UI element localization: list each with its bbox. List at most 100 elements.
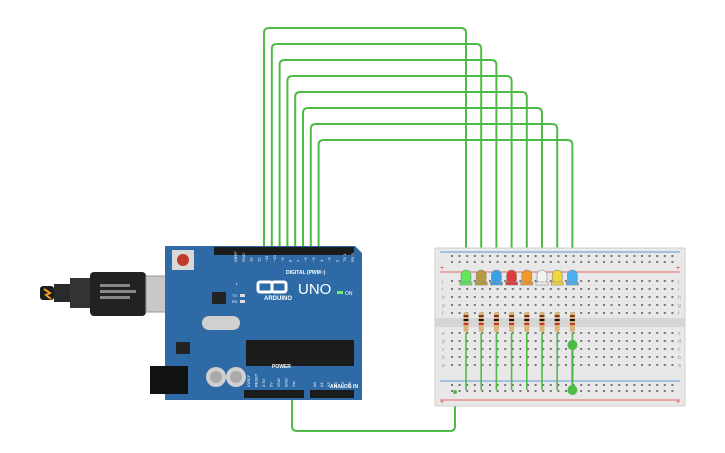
breadboard-hole (496, 364, 499, 366)
row-letter: e (442, 331, 445, 337)
led-wire (294, 91, 528, 270)
breadboard-hole (557, 304, 560, 306)
row-letter: g (678, 303, 681, 309)
breadboard-hole (466, 348, 469, 350)
breadboard-hole (496, 255, 499, 257)
breadboard-hole (656, 312, 659, 314)
breadboard-hole (603, 364, 605, 366)
analog-header (310, 390, 354, 398)
plus-rail-label-top-right: + (676, 265, 680, 272)
breadboard-hole (542, 255, 545, 257)
breadboard-hole (481, 296, 484, 298)
breadboard-hole (587, 255, 590, 257)
breadboard-hole (481, 255, 484, 257)
resistor-band (478, 323, 484, 325)
breadboard-hole (534, 312, 537, 314)
breadboard-hole (458, 255, 461, 257)
breadboard-hole (549, 348, 552, 350)
breadboard-hole (633, 364, 636, 366)
plus-rail-label-bottom-right: + (676, 399, 680, 406)
breadboard-hole (618, 280, 621, 282)
breadboard-hole (595, 312, 598, 314)
row-letter: f (442, 311, 444, 317)
analog-pin-label: A5 (347, 381, 352, 387)
breadboard-hole (641, 261, 643, 263)
breadboard-hole (519, 348, 522, 350)
breadboard-hole (595, 255, 598, 257)
breadboard-hole (671, 356, 674, 358)
breadboard-hole (641, 384, 643, 386)
breadboard-hole (633, 280, 636, 282)
breadboard-hole (473, 261, 476, 263)
breadboard-hole (549, 288, 552, 290)
breadboard-hole (466, 288, 469, 290)
breadboard-hole (519, 312, 522, 314)
center-channel (435, 318, 685, 327)
breadboard-hole (625, 332, 628, 334)
breadboard-hole (565, 255, 567, 257)
breadboard-hole (595, 261, 598, 263)
breadboard-hole (489, 364, 491, 366)
breadboard-hole (565, 356, 567, 358)
analog-pin-label: A3 (333, 381, 338, 387)
breadboard-hole (458, 390, 461, 392)
breadboard-hole (625, 255, 628, 257)
breadboard-hole (451, 312, 453, 314)
breadboard-hole (633, 390, 636, 392)
breadboard-hole (504, 348, 507, 350)
breadboard-hole (557, 332, 560, 334)
breadboard-hole (519, 364, 522, 366)
breadboard-hole (603, 332, 605, 334)
breadboard-hole (663, 390, 666, 392)
resistor-band (539, 323, 545, 325)
on-label: ON (345, 291, 353, 297)
breadboard-hole (580, 384, 583, 386)
resistor-band (569, 315, 575, 317)
breadboard-hole (671, 332, 674, 334)
breadboard-hole (511, 304, 514, 306)
resistor-band (509, 315, 515, 317)
breadboard-hole (565, 364, 567, 366)
breadboard-hole (656, 255, 659, 257)
power-pin-label: GND (276, 378, 281, 387)
breadboard-hole (671, 255, 674, 257)
breadboard-hole (610, 384, 613, 386)
breadboard-hole (595, 384, 598, 386)
power-jack (150, 366, 188, 394)
breadboard-hole (633, 340, 636, 342)
breadboard-hole (542, 261, 545, 263)
breadboard-hole (625, 288, 628, 290)
power-pin-label: Vin (291, 381, 296, 387)
power-pin-label: 5V (269, 382, 274, 387)
breadboard-hole (504, 356, 507, 358)
breadboard-hole (587, 312, 590, 314)
breadboard-hole (565, 384, 567, 386)
led-base (566, 281, 579, 286)
resistor-band (569, 323, 575, 325)
breadboard-hole (663, 332, 666, 334)
breadboard-hole (496, 384, 499, 386)
breadboard-hole (458, 348, 461, 350)
breadboard-hole (489, 340, 491, 342)
breadboard-hole (663, 348, 666, 350)
breadboard-hole (648, 296, 651, 298)
led-wire (278, 59, 498, 270)
breadboard-hole (671, 364, 674, 366)
breadboard-hole (496, 340, 499, 342)
breadboard-hole (580, 356, 583, 358)
row-letter: h (678, 295, 681, 301)
resistor-band (554, 323, 560, 325)
breadboard-hole (633, 255, 636, 257)
breadboard-hole (587, 390, 590, 392)
breadboard-hole (451, 348, 453, 350)
breadboard-hole (511, 364, 514, 366)
breadboard-hole (633, 296, 636, 298)
breadboard-hole (580, 390, 583, 392)
row-letter: g (442, 303, 445, 309)
wire-junction (567, 340, 578, 350)
resistor-band (509, 319, 515, 321)
breadboard-hole (557, 288, 560, 290)
breadboard-hole (565, 390, 567, 392)
breadboard-hole (549, 390, 552, 392)
